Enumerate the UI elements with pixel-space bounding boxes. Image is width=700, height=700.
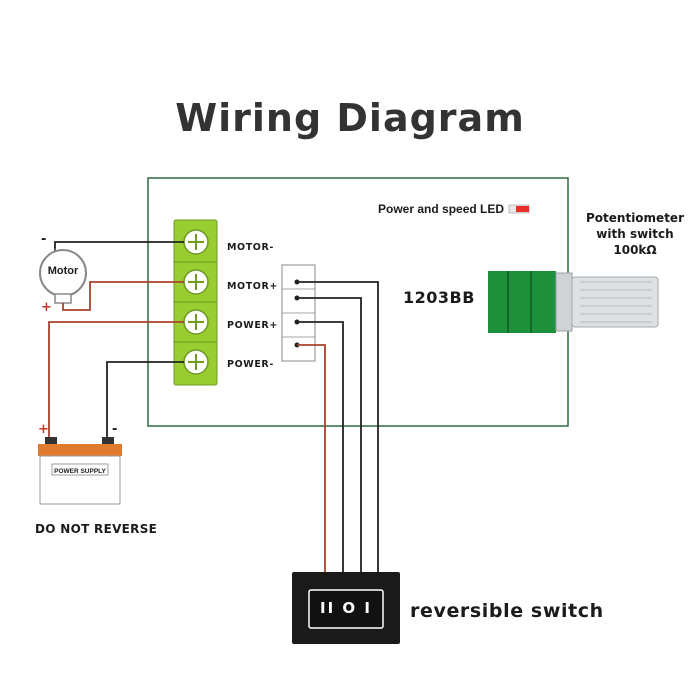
potentiometer <box>488 271 659 333</box>
terminal-screw-motor-neg <box>183 229 209 255</box>
led-label: Power and speed LED <box>378 202 505 216</box>
terminal-label-power-neg: POWER- <box>227 359 274 370</box>
terminal-label-power-pos: POWER+ <box>227 320 278 331</box>
power-supply-neg-sign: - <box>112 422 118 437</box>
power-supply-label: POWER SUPPLY <box>54 468 106 475</box>
switch-face-symbols: II O I <box>320 599 372 617</box>
potentiometer-label: Potentiometer with switch 100kΩ <box>572 210 698 258</box>
page-title: Wiring Diagram <box>175 96 525 140</box>
terminal-screw-power-pos <box>183 309 209 335</box>
power-supply-pos-sign: + <box>38 422 49 437</box>
terminal-label-motor-neg: MOTOR- <box>227 242 274 253</box>
do-not-reverse-warning: DO NOT REVERSE <box>35 522 158 536</box>
motor-pos-sign: + <box>41 300 52 315</box>
terminal-block <box>173 219 218 386</box>
terminal-screw-power-neg <box>183 349 209 375</box>
terminal-label-motor-pos: MOTOR+ <box>227 281 278 292</box>
wire-motor-neg <box>54 241 184 248</box>
terminal-screw-motor-pos <box>183 269 209 295</box>
reversible-switch <box>292 572 400 644</box>
wire-motor-pos <box>62 281 184 311</box>
motor <box>39 248 87 304</box>
wire-switch-1 <box>297 281 379 572</box>
wire-switch-4 <box>297 344 326 572</box>
motor-label: Motor <box>47 265 79 277</box>
motor-neg-sign: - <box>41 232 47 247</box>
wire-switch-2 <box>297 297 362 572</box>
potentiometer-label-line: with switch <box>596 227 674 241</box>
wire-power-neg <box>106 361 184 437</box>
wire-power-pos <box>48 321 184 437</box>
reversible-switch-label: reversible switch <box>410 600 604 622</box>
switch-header <box>281 264 316 362</box>
power-speed-led <box>508 204 530 214</box>
power-supply <box>38 437 122 505</box>
potentiometer-label-line: Potentiometer <box>586 211 684 225</box>
potentiometer-label-line: 100kΩ <box>613 243 657 257</box>
wire-switch-3 <box>297 321 344 572</box>
board-model-label: 1203BB <box>403 288 475 307</box>
